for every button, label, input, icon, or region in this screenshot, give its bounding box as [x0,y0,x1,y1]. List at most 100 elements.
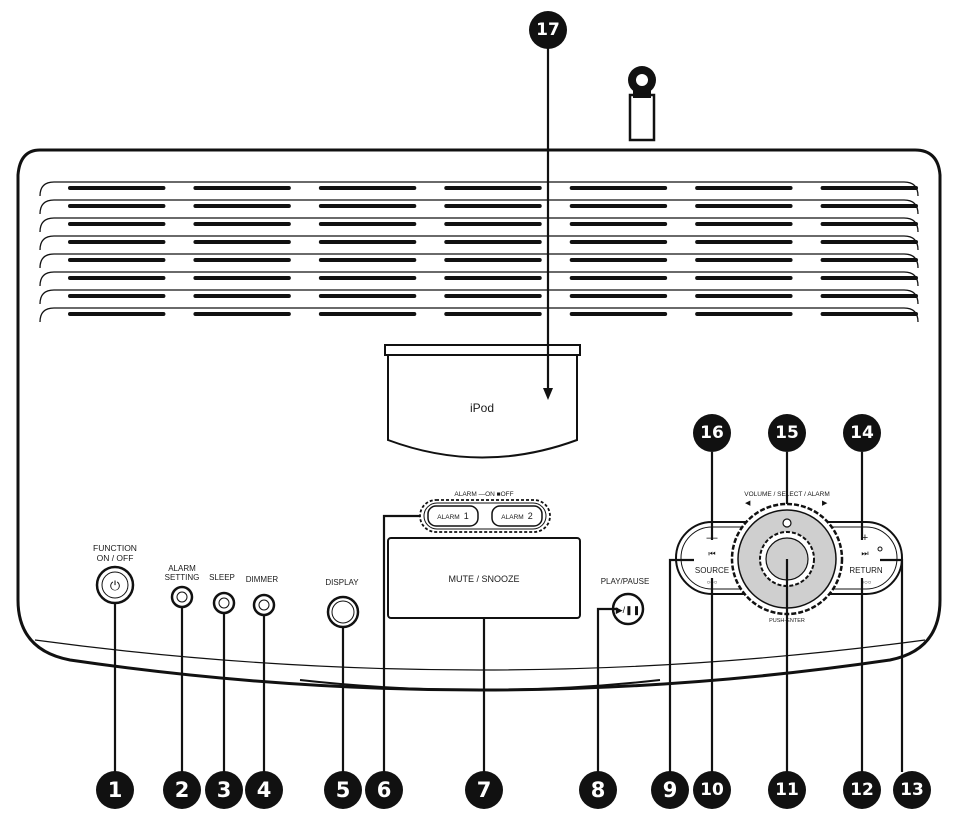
callout-9: 9 [651,771,689,809]
function-onoff-label: ON / OFF [97,553,134,563]
return-label[interactable]: RETURN [849,566,883,575]
grille-slot [444,240,542,244]
svg-text:11: 11 [775,780,799,800]
knob-marker [782,518,792,528]
return-indicator-dots: ○○○ [861,580,872,586]
grille-slot [569,240,668,244]
grille-slot [569,276,668,280]
grille-slot [68,222,166,226]
callout-1: 1 [96,771,134,809]
alarm-setting-label-2: SETTING [165,573,200,582]
grille-slot [444,186,542,190]
svg-text:16: 16 [700,423,724,443]
callout-2: 2 [163,771,201,809]
grille-slot [820,240,918,244]
callout-13: 13 [893,771,931,809]
grille-slot [318,186,417,190]
grille-slot [695,222,793,226]
volume-right-arrow: ▶ [822,500,828,507]
grille-slot [820,312,918,316]
grille-slot [193,204,291,208]
plus-icon: + [862,532,868,544]
grille-slot [444,222,542,226]
grille-slot [318,276,417,280]
dimmer-button[interactable] [252,593,276,617]
next-track-icon: ⏭ [861,549,868,558]
indicator-led [877,546,883,552]
grille-slot [318,258,417,262]
source-label[interactable]: SOURCE [695,566,729,575]
grille-slot [695,312,793,316]
svg-text:17: 17 [536,20,560,40]
grille-slot [820,222,918,226]
grille-slot [444,276,542,280]
grille-slot [695,276,793,280]
callout-12: 12 [843,771,881,809]
alarm-onoff-header: ALARM —ON ■OFF [454,491,513,498]
grille-slot [68,258,166,262]
callout-8: 8 [579,771,617,809]
svg-text:3: 3 [217,778,232,802]
speaker-grille [39,181,919,323]
callout-11: 11 [768,771,806,809]
grille-slot [193,258,291,262]
antenna [628,66,656,142]
grille-slot [569,204,668,208]
grille-slot [318,204,417,208]
grille-slot [695,204,793,208]
callout-3: 3 [205,771,243,809]
svg-text:10: 10 [700,780,724,800]
grille-slot [569,312,668,316]
display-button[interactable] [326,595,360,629]
svg-text:5: 5 [336,778,351,802]
grille-slot [820,258,918,262]
svg-text:12: 12 [850,780,874,800]
svg-text:1: 1 [108,778,123,802]
device-bottom-edge [299,679,661,691]
grille-slot [820,294,918,298]
grille-slot [820,204,918,208]
sleep-label: SLEEP [209,573,235,582]
callout-6: 6 [365,771,403,809]
svg-text:13: 13 [900,780,924,800]
svg-text:9: 9 [663,778,678,802]
grille-slot [68,186,166,190]
dimmer-label: DIMMER [246,575,279,584]
grille-slot [695,186,793,190]
grille-slot [68,312,166,316]
function-button[interactable]: ⏻ [95,565,135,605]
mute-snooze-label: MUTE / SNOOZE [448,574,519,584]
play-pause-icon: ▶/❚❚ [616,605,641,616]
grille-slot [193,222,291,226]
next-track-button[interactable]: + ⏭ [861,532,868,558]
svg-text:2: 2 [175,778,190,802]
svg-text:8: 8 [591,778,606,802]
callout-16: 16 [693,414,731,452]
callout-15: 15 [768,414,806,452]
grille-slot [695,294,793,298]
grille-slot [318,240,417,244]
play-pause-label: PLAY/PAUSE [601,577,650,586]
leader-lines [113,48,904,772]
grille-slot [193,186,291,190]
grille-slot [569,258,668,262]
grille-slot [68,276,166,280]
callout-5: 5 [324,771,362,809]
prev-track-icon: ⏮ [708,549,715,558]
grille-slot [68,240,166,244]
grille-slot [68,204,166,208]
grille-slot [695,258,793,262]
grille-slot [444,312,542,316]
alarm-setting-button[interactable] [170,585,194,609]
grille-slot [569,294,668,298]
grille-slot [193,312,291,316]
grille-slot [318,312,417,316]
sleep-button[interactable] [212,591,236,615]
grille-slot [68,294,166,298]
alarm-setting-label: ALARM [168,564,196,573]
